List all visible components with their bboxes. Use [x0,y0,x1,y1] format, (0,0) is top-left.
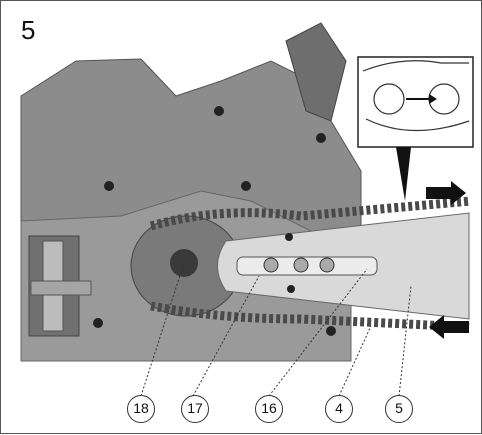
callout-18: 18 [127,395,155,423]
screw-hole [93,318,103,328]
screw-hole [104,181,114,191]
callout-17: 17 [181,395,209,423]
bar-bolt [263,257,279,273]
inset-detail [357,56,474,148]
screw-hole [326,326,336,336]
saw-chain-top [149,196,472,231]
callout-16: 16 [255,395,283,423]
saw-chain-bottom [150,301,472,332]
bar-bolt [293,257,309,273]
screw-hole [316,133,326,143]
figure-number: 5 [21,15,36,45]
callout-5: 5 [385,395,413,423]
bar-bolt [319,257,335,273]
screw-hole [241,181,251,191]
rear-handle [285,22,347,122]
chain-direction-arrow-bottom [429,315,469,339]
chain-direction-arrow-top [426,181,466,205]
screw-hole [214,106,224,116]
drive-sprocket [170,249,198,277]
callout-4: 4 [325,395,353,423]
